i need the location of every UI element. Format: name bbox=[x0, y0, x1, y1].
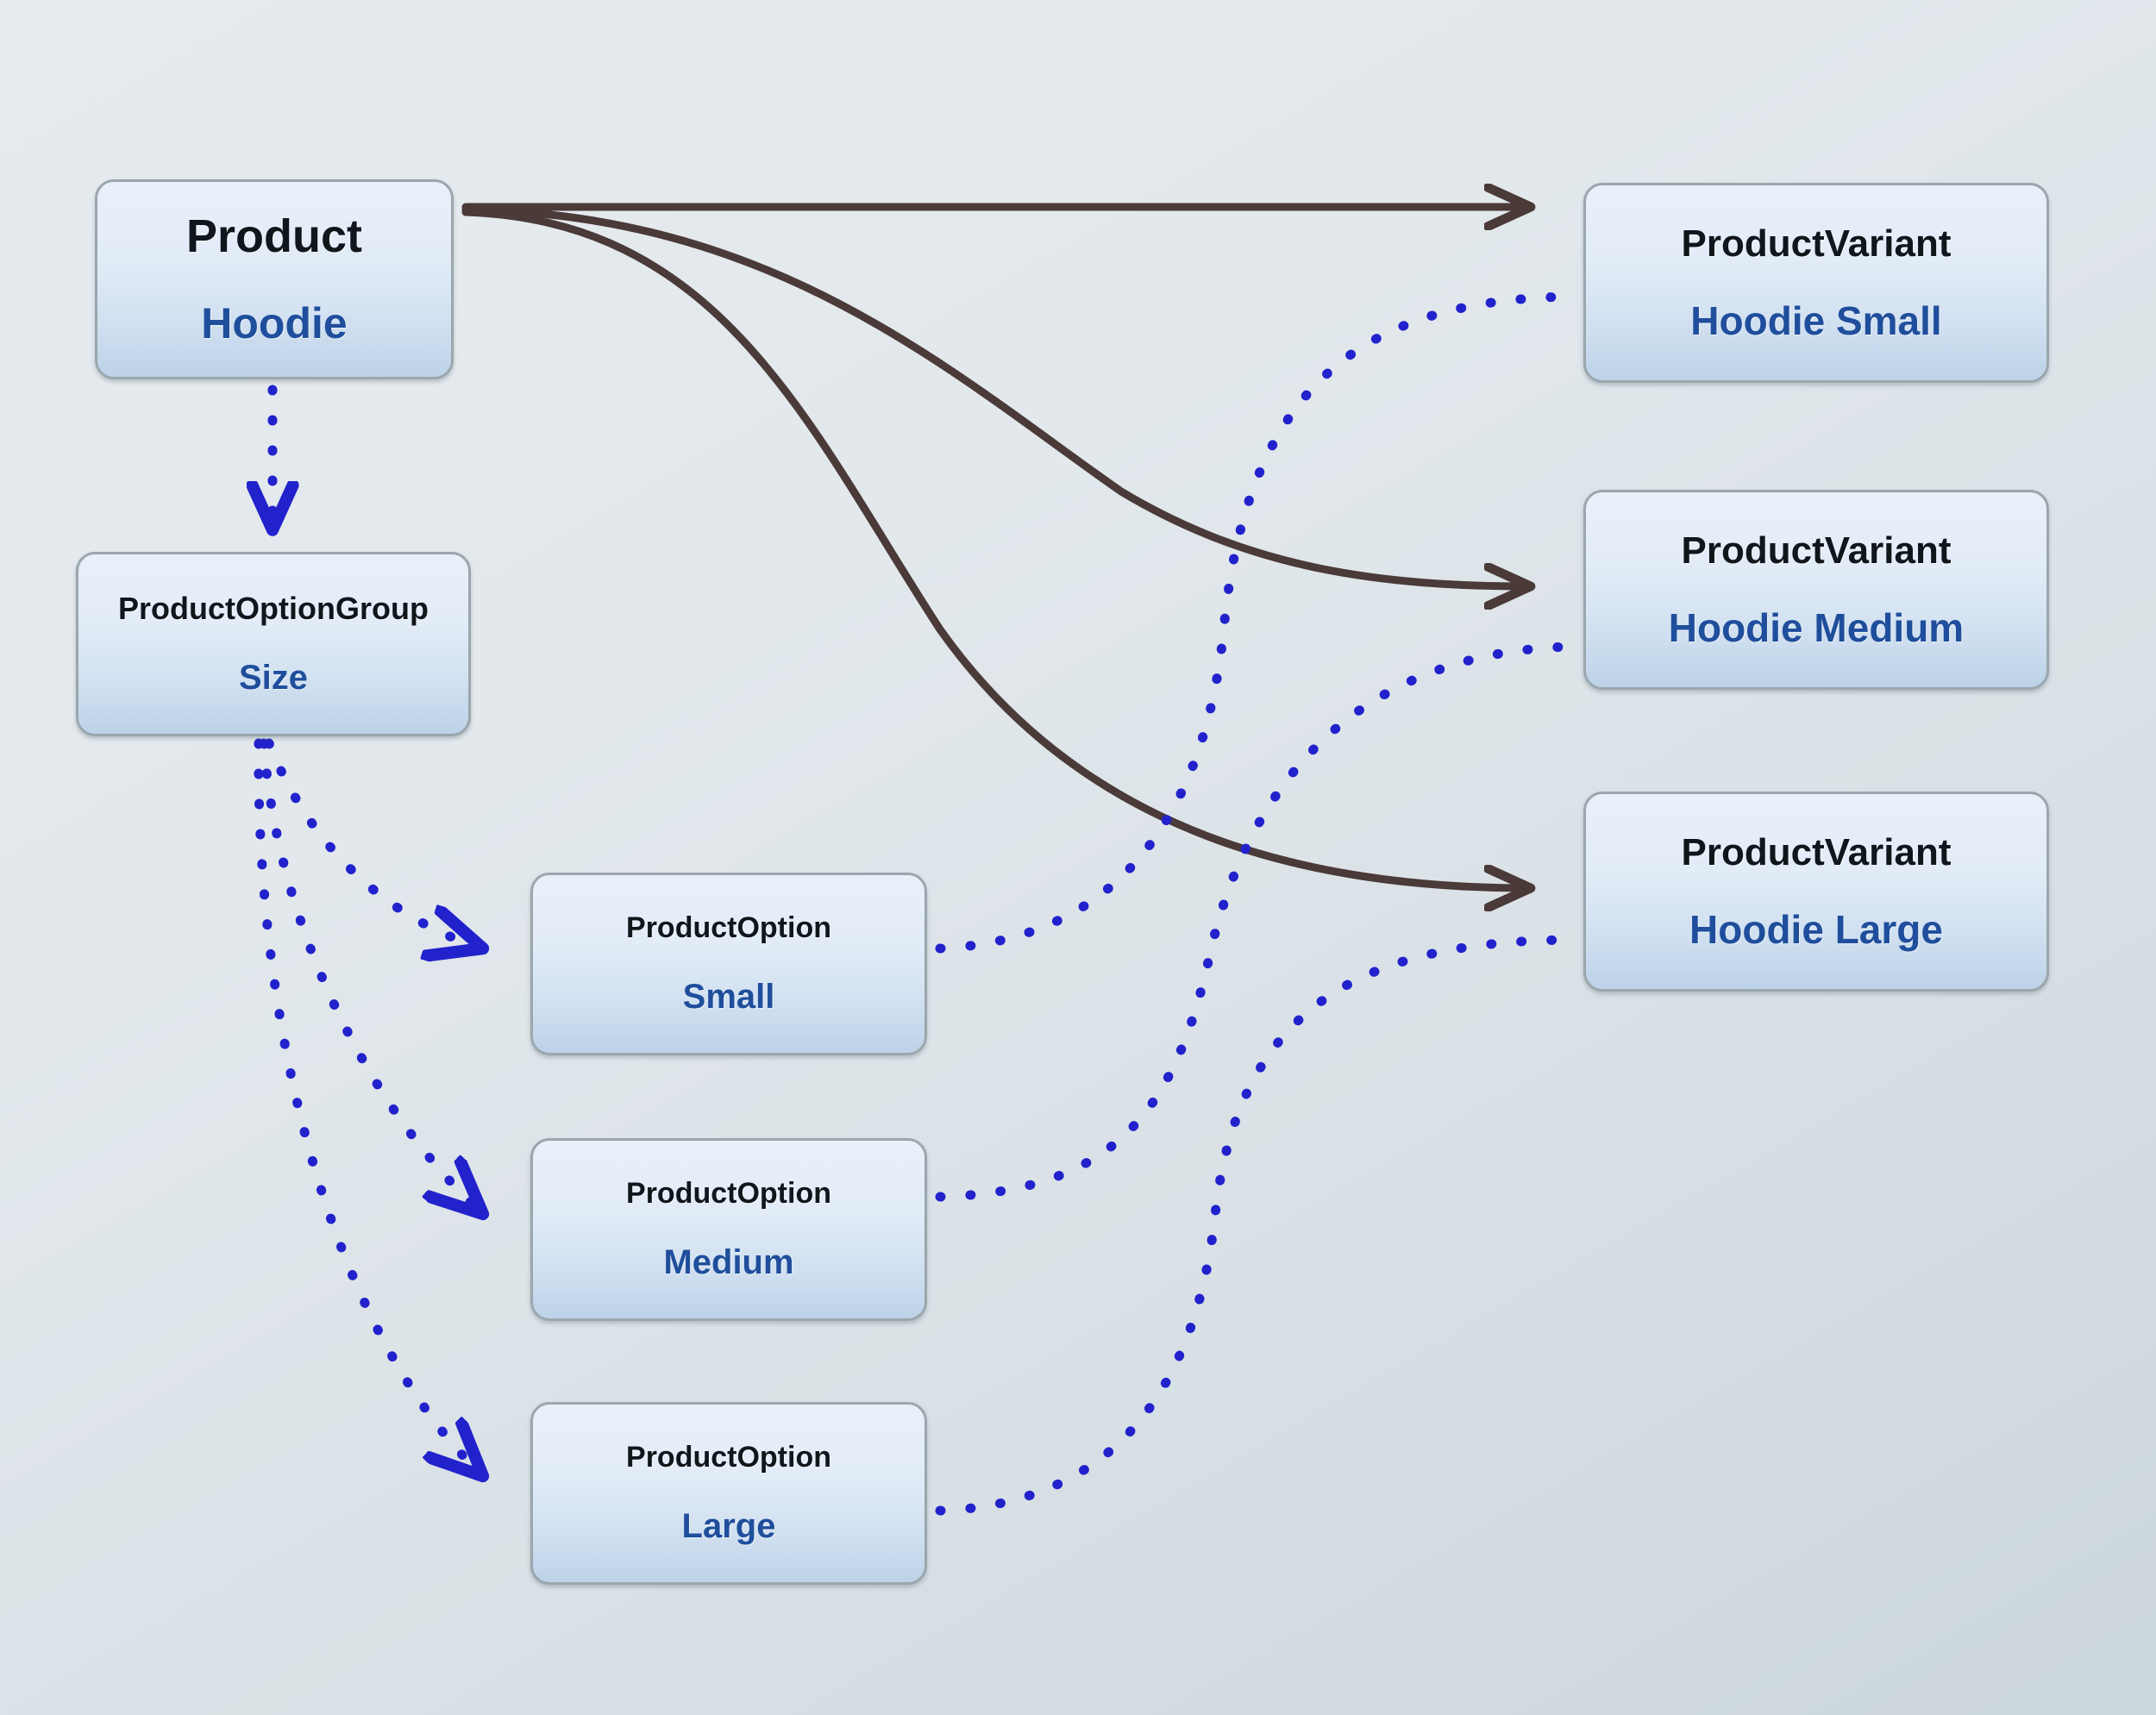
node-product-option-group-type: ProductOptionGroup bbox=[118, 591, 429, 627]
node-product-variant-hoodie-small[interactable]: ProductVariant Hoodie Small bbox=[1583, 183, 2049, 383]
node-product-option-large-type: ProductOption bbox=[626, 1441, 831, 1474]
node-product-option-medium-value: Medium bbox=[663, 1242, 794, 1281]
node-product-variant-hoodie-large-type: ProductVariant bbox=[1681, 830, 1952, 873]
edges-options-to-variants bbox=[935, 291, 1575, 1516]
node-product-variant-hoodie-large-value: Hoodie Large bbox=[1689, 906, 1943, 952]
edge-product-variant-large bbox=[461, 208, 1531, 888]
node-product-type: Product bbox=[185, 210, 362, 263]
node-product[interactable]: Product Hoodie bbox=[95, 179, 454, 379]
edge-optiongroup-option-large bbox=[254, 738, 483, 1476]
node-product-variant-hoodie-large[interactable]: ProductVariant Hoodie Large bbox=[1583, 792, 2049, 992]
edge-option-small-variant-small bbox=[935, 291, 1575, 954]
edge-option-large-variant-large bbox=[935, 935, 1575, 1516]
node-product-option-small[interactable]: ProductOption Small bbox=[530, 873, 927, 1055]
node-product-option-small-type: ProductOption bbox=[626, 911, 831, 945]
node-product-option-small-value: Small bbox=[682, 977, 775, 1016]
node-product-value: Hoodie bbox=[201, 299, 348, 348]
node-product-option-group-value: Size bbox=[238, 658, 309, 697]
node-product-option-large-value: Large bbox=[681, 1506, 776, 1545]
node-product-option-large[interactable]: ProductOption Large bbox=[530, 1402, 927, 1585]
node-product-variant-hoodie-medium[interactable]: ProductVariant Hoodie Medium bbox=[1583, 490, 2049, 690]
edge-product-variant-medium bbox=[461, 205, 1531, 586]
edges-product-to-variants bbox=[461, 205, 1531, 888]
node-product-option-group[interactable]: ProductOptionGroup Size bbox=[76, 552, 471, 736]
node-product-variant-hoodie-medium-value: Hoodie Medium bbox=[1668, 604, 1965, 650]
node-product-option-medium[interactable]: ProductOption Medium bbox=[530, 1138, 927, 1321]
edge-option-medium-variant-medium bbox=[935, 642, 1575, 1202]
node-product-variant-hoodie-small-type: ProductVariant bbox=[1681, 222, 1952, 265]
edge-optiongroup-option-small bbox=[264, 738, 483, 948]
node-product-option-medium-type: ProductOption bbox=[626, 1177, 831, 1211]
node-product-variant-hoodie-small-value: Hoodie Small bbox=[1690, 297, 1942, 343]
node-product-variant-hoodie-medium-type: ProductVariant bbox=[1681, 529, 1952, 572]
edge-optiongroup-option-medium bbox=[259, 738, 483, 1214]
edges-option-group-to-options bbox=[254, 738, 483, 1476]
